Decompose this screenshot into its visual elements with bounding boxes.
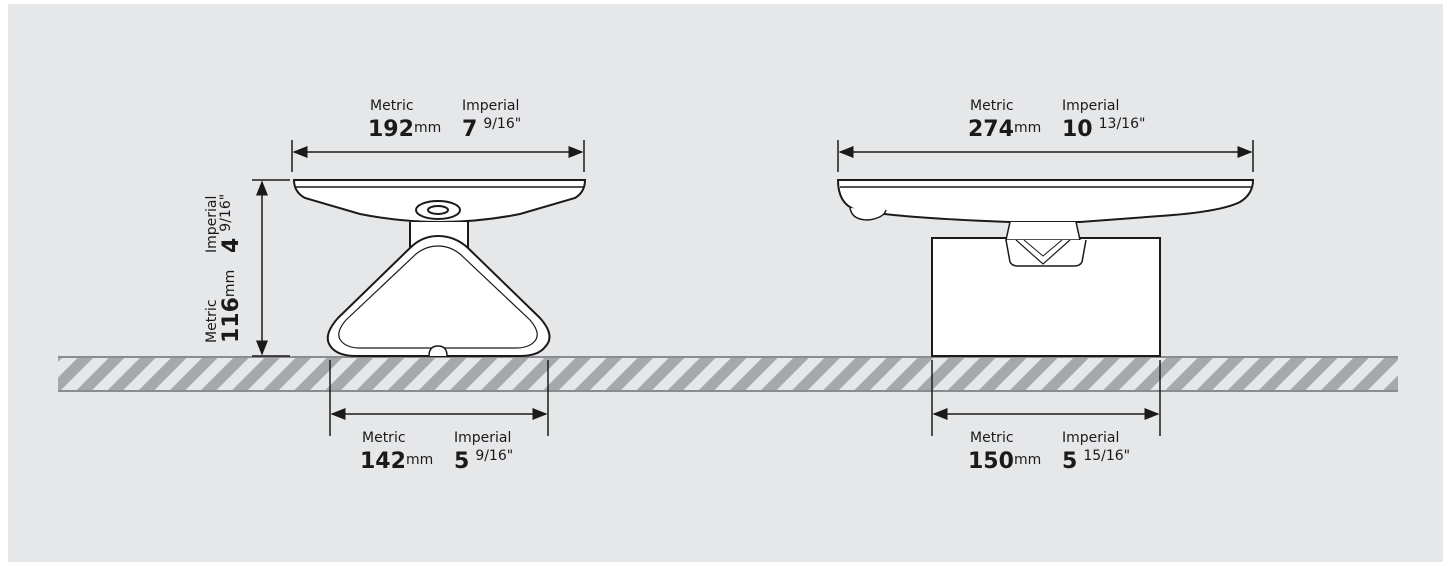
svg-text:274mm: 274mm (968, 117, 1041, 142)
right-base-dimension (931, 360, 1161, 436)
imperial-label: Imperial (1062, 430, 1119, 446)
metric-value: 150 (968, 449, 1014, 474)
svg-text:142mm: 142mm (360, 449, 433, 474)
metric-unit: mm (1014, 120, 1041, 136)
svg-text:116mm: 116mm (219, 270, 244, 343)
metric-label: Metric (204, 299, 220, 343)
imperial-label: Imperial (462, 98, 519, 114)
left-top-dimension (291, 140, 585, 172)
background-panel (8, 4, 1443, 562)
imperial-label: Imperial (204, 196, 220, 253)
left-base-dimension (329, 360, 549, 436)
metric-label: Metric (370, 98, 414, 114)
metric-unit: mm (414, 120, 441, 136)
svg-text:515/16": 5 15/16" (1062, 448, 1130, 474)
metric-value: 192 (368, 117, 414, 142)
metric-value: 142 (360, 449, 406, 474)
left-top-label: Metric 192mm Imperial 7 9/16" (368, 98, 521, 142)
svg-text:150mm: 150mm (968, 449, 1041, 474)
metric-value: 116 (219, 297, 244, 343)
metric-unit: mm (1014, 452, 1041, 468)
floor (58, 356, 1398, 392)
imperial-fraction: 13/16" (1099, 116, 1146, 132)
svg-text:59/16": 5 9/16" (454, 448, 513, 474)
imperial-label: Imperial (454, 430, 511, 446)
imperial-fraction: 9/16" (475, 448, 513, 464)
svg-text:49/16": 4 9/16" (218, 194, 244, 253)
imperial-fraction: 9/16" (483, 116, 521, 132)
imperial-whole: 5 (1062, 449, 1077, 474)
left-height-dimension (252, 179, 290, 357)
metric-label: Metric (970, 430, 1014, 446)
imperial-label: Imperial (1062, 98, 1119, 114)
metric-unit: mm (406, 452, 433, 468)
left-base-label: Metric 142mm Imperial 5 9/16" (360, 430, 513, 474)
imperial-whole: 4 (219, 238, 244, 253)
metric-value: 274 (968, 117, 1014, 142)
metric-unit: mm (222, 270, 238, 297)
left-device (292, 179, 587, 357)
right-top-dimension (837, 140, 1254, 172)
metric-label: Metric (970, 98, 1014, 114)
left-height-label: Metric 116mm Imperial 4 9/16" (204, 194, 244, 343)
imperial-fraction: 15/16" (1083, 448, 1130, 464)
imperial-whole: 7 (462, 117, 477, 142)
right-top-label: Metric 274mm Imperial 10 13/16" (968, 98, 1145, 142)
svg-text:192mm: 192mm (368, 117, 441, 142)
imperial-whole: 10 (1062, 117, 1093, 142)
right-device (836, 179, 1255, 357)
metric-label: Metric (362, 430, 406, 446)
imperial-fraction: 9/16" (218, 194, 234, 232)
right-base-label: Metric 150mm Imperial 5 15/16" (968, 430, 1130, 474)
svg-text:79/16": 7 9/16" (462, 116, 521, 142)
imperial-whole: 5 (454, 449, 469, 474)
